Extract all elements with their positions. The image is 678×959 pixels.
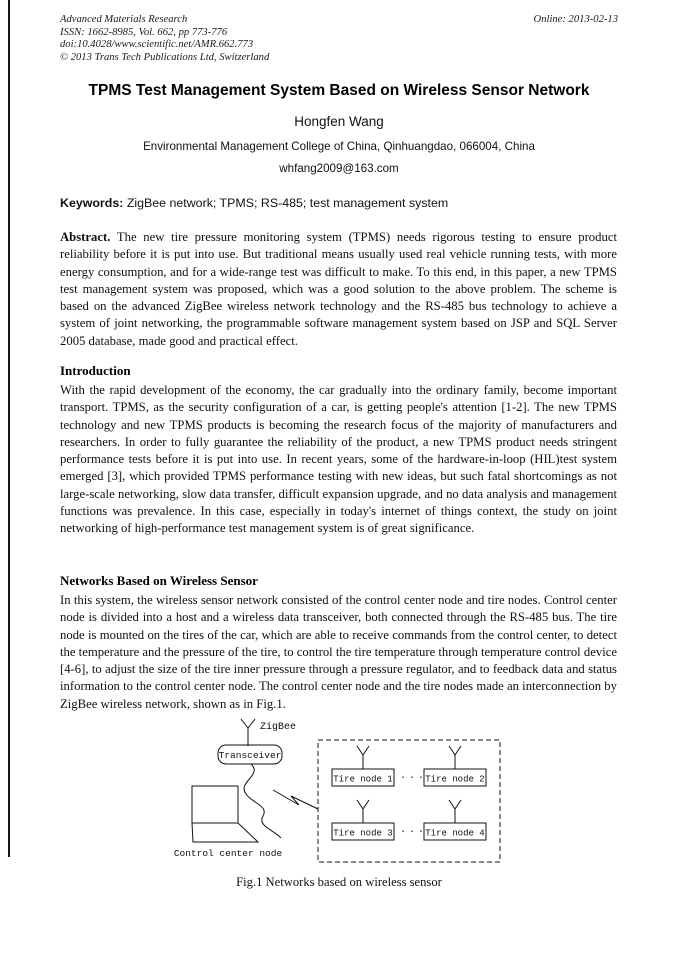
scan-artifact-line xyxy=(8,0,10,857)
transceiver-label: Transceiver xyxy=(219,750,282,761)
paper-title: TPMS Test Management System Based on Wir… xyxy=(88,82,590,99)
ellipsis-dots-top: ···· xyxy=(391,773,427,784)
abstract-label: Abstract. xyxy=(60,230,111,244)
laptop-icon xyxy=(191,785,260,843)
tire-node-2-label: Tire node 2 xyxy=(425,775,484,785)
keywords-text: ZigBee network; TPMS; RS-485; test manag… xyxy=(126,196,449,210)
ellipsis-dots-bottom: ···· xyxy=(391,827,427,838)
tire-node-3-label: Tire node 3 xyxy=(333,829,392,839)
author-affiliation: Environmental Management College of Chin… xyxy=(143,140,535,153)
journal-doi-line: doi:10.4028/www.scientific.net/AMR.662.7… xyxy=(60,39,254,50)
transceiver-box xyxy=(217,744,283,765)
zigbee-label: ZigBee xyxy=(260,721,296,733)
abstract-text: The new tire pressure monitoring system … xyxy=(60,230,617,348)
lightning-icon xyxy=(272,789,319,810)
tire-node-1-label: Tire node 1 xyxy=(333,775,392,785)
figure-1: ZigBee Transceiver Control center node T… xyxy=(60,718,620,870)
online-date: Online: 2013-02-13 xyxy=(533,14,618,25)
tire-node-4-label: Tire node 4 xyxy=(425,829,484,839)
serial-link-squiggle xyxy=(243,763,282,839)
control-center-label: Control center node xyxy=(174,848,283,859)
tire-node-3-box xyxy=(331,822,395,841)
tire-node-2-box xyxy=(423,768,487,787)
abstract-paragraph: Abstract. The new tire pressure monitori… xyxy=(60,229,617,350)
author-name: Hongfen Wang xyxy=(294,114,384,129)
keywords-line: Keywords: ZigBee network; TPMS; RS-485; … xyxy=(60,196,618,212)
journal-name: Advanced Materials Research xyxy=(60,14,188,25)
author-email: whfang2009@163.com xyxy=(279,162,399,175)
tire-node-1-box xyxy=(331,768,395,787)
zigbee-antenna-icon xyxy=(240,718,256,746)
introduction-paragraph: With the rapid development of the econom… xyxy=(60,383,617,536)
wireless-network-diagram: ZigBee Transceiver Control center node T… xyxy=(174,718,501,863)
tire-node-antenna-icons xyxy=(356,745,462,823)
section-heading-networks: Networks Based on Wireless Sensor xyxy=(60,573,258,588)
keywords-label: Keywords: xyxy=(60,196,124,210)
section-heading-introduction: Introduction xyxy=(60,363,131,378)
networks-paragraph: In this system, the wireless sensor netw… xyxy=(60,593,617,711)
tire-node-group-border xyxy=(317,739,501,863)
tire-node-4-box xyxy=(423,822,487,841)
journal-header: Advanced Materials Research ISSN: 1662-8… xyxy=(60,14,618,64)
figure-1-caption: Fig.1 Networks based on wireless sensor xyxy=(236,875,442,889)
journal-copyright-line: © 2013 Trans Tech Publications Ltd, Swit… xyxy=(60,51,270,63)
journal-issn-line: ISSN: 1662-8985, Vol. 662, pp 773-776 xyxy=(60,26,228,38)
